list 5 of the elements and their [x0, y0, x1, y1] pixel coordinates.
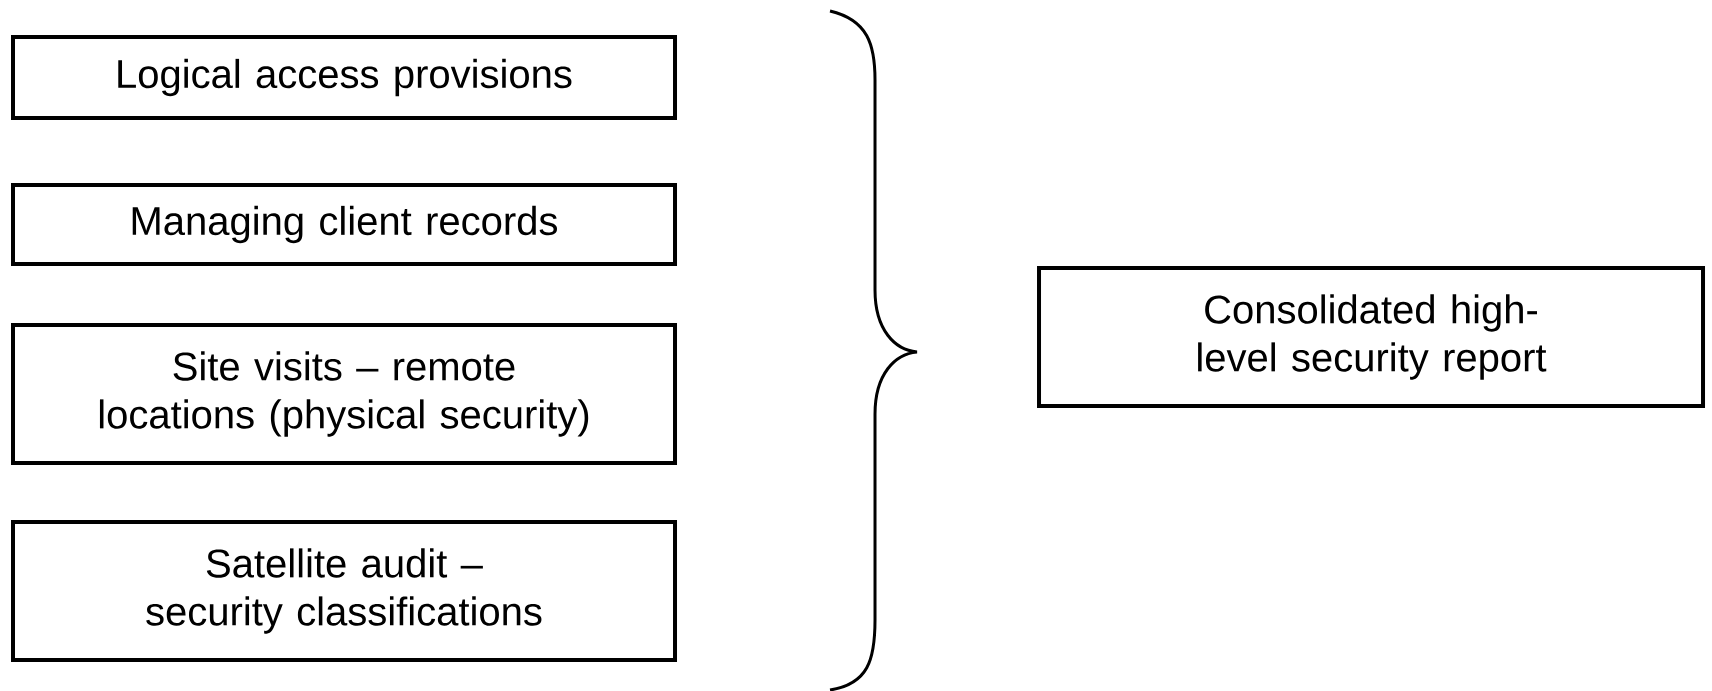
text-box: Logical access provisions	[11, 35, 677, 120]
text-box: Site visits – remote locations (physical security)	[11, 323, 677, 465]
text-box: Managing client records	[11, 183, 677, 266]
text-box: Consolidated high-level security report	[1037, 266, 1705, 408]
text-box: Satellite audit – security classifications	[11, 520, 677, 662]
